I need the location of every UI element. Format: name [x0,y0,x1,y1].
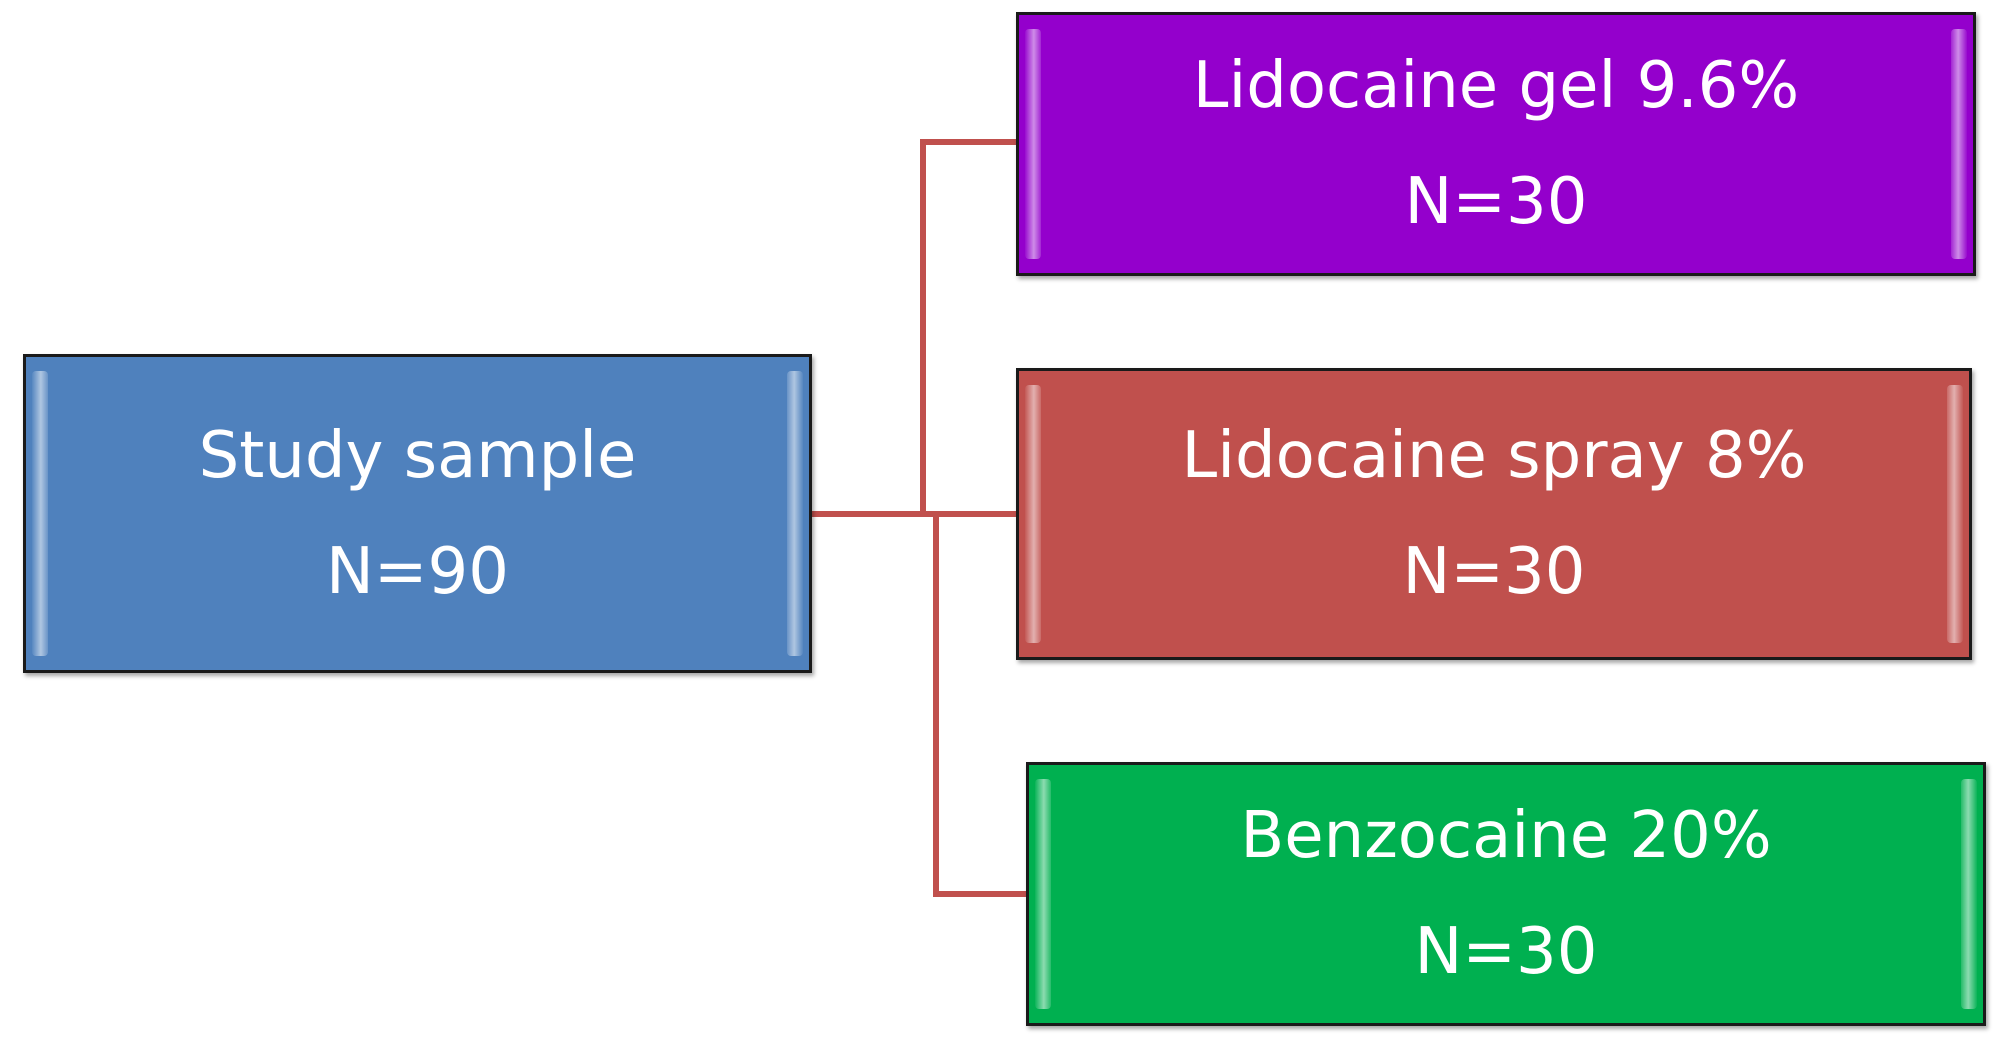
study-sample-box: Study sample N=90 [23,354,812,673]
benzocaine-box: Benzocaine 20% N=30 [1026,762,1986,1026]
study-sample-title: Study sample [198,418,637,493]
lidocaine-gel-count: N=30 [1404,165,1588,239]
lidocaine-spray-count: N=30 [1402,535,1586,609]
benzocaine-count: N=30 [1414,915,1598,989]
study-sample-count: N=90 [326,534,509,609]
lidocaine-gel-box: Lidocaine gel 9.6% N=30 [1016,12,1976,276]
benzocaine-title: Benzocaine 20% [1240,799,1772,873]
lidocaine-gel-title: Lidocaine gel 9.6% [1192,49,1800,123]
lidocaine-spray-title: Lidocaine spray 8% [1181,419,1807,493]
lidocaine-spray-box: Lidocaine spray 8% N=30 [1016,368,1972,660]
